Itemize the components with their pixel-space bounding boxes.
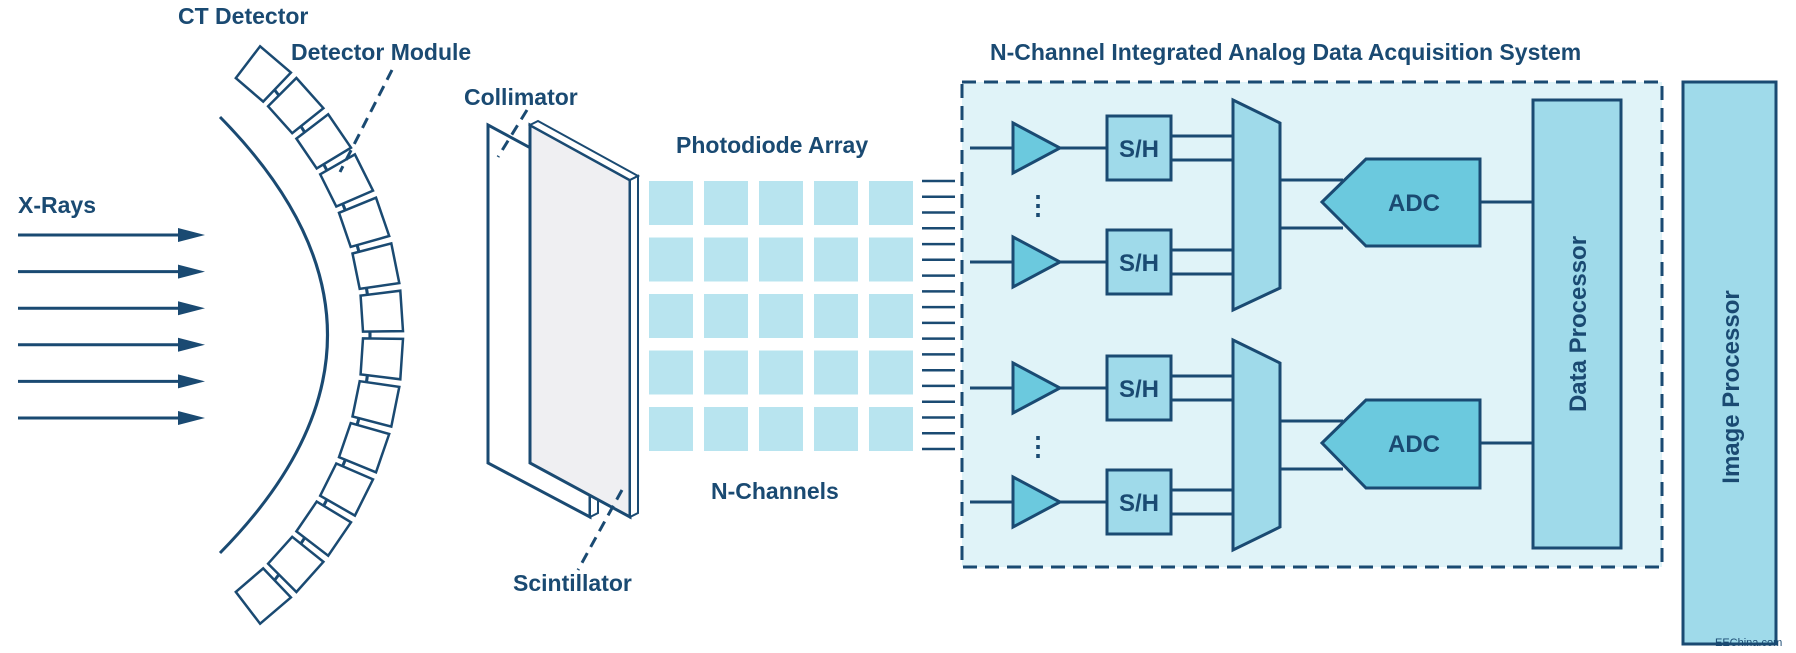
photodiode-pixel (649, 350, 693, 395)
image-processor: Image Processor (1681, 80, 1778, 646)
photodiode-pixel (869, 407, 913, 451)
das-channel-row: S/H (970, 228, 1233, 296)
photodiode-pixel (869, 237, 913, 282)
x-rays-label: X-Rays (18, 192, 96, 218)
photodiode-pixel (704, 294, 748, 338)
photodiode-pixel (869, 294, 913, 338)
detector-module-cell (351, 241, 401, 291)
das-title: N-Channel Integrated Analog Data Acquisi… (990, 39, 1581, 65)
photodiode-pixel (869, 350, 913, 395)
photodiode-pixel (814, 181, 858, 225)
adc-top: ADC (1319, 157, 1482, 248)
watermark: EEChina.com (1715, 637, 1782, 649)
collimator-label: Collimator (464, 84, 578, 110)
das-channel-row: S/H (970, 354, 1233, 422)
data-processor: Data Processor (1531, 98, 1623, 550)
photodiode-pixel (704, 350, 748, 395)
detector-module-cell (294, 112, 353, 171)
detector-module-leader (338, 69, 394, 173)
detector-module-cell (351, 379, 401, 429)
das-channel-row: S/H (970, 114, 1233, 182)
photodiode-pixel (649, 237, 693, 282)
ellipsis-top: ⋮ (1025, 190, 1051, 220)
scintillator-plate (527, 119, 641, 520)
ellipsis-bottom: ⋮ (1025, 431, 1051, 461)
sample-hold-block (1105, 228, 1173, 296)
photodiode-array (649, 181, 913, 451)
channel-lines (922, 179, 955, 451)
amplifier-triangle (1011, 234, 1064, 290)
photodiode-pixel (759, 350, 803, 395)
photodiode-array-label: Photodiode Array (676, 132, 868, 158)
multiplexer-top (1231, 97, 1282, 313)
x-ray-arrowhead (178, 374, 205, 389)
photodiode-pixel (759, 237, 803, 282)
detector-module-cell (266, 535, 326, 594)
amplifier-triangle (1011, 474, 1064, 530)
detector-module-cell (318, 461, 375, 518)
detector-module-cell (234, 44, 293, 104)
detector-modules (234, 44, 405, 626)
detector-module-cell (359, 337, 405, 381)
x-ray-arrowhead (178, 411, 205, 425)
photodiode-pixel (759, 294, 803, 338)
detector-module-cell (234, 566, 293, 626)
detector-module-cell (294, 499, 353, 558)
sample-hold-label: S/H (1119, 136, 1159, 163)
photodiode-pixel (649, 407, 693, 451)
collimator-leader (496, 109, 529, 158)
amplifier-triangle (1011, 360, 1064, 416)
ct-detector-label: CT Detector (178, 3, 308, 29)
photodiode-pixel (704, 407, 748, 451)
detector-module-cell (266, 76, 326, 135)
multiplexer-bottom (1231, 337, 1282, 553)
das-channel-row: S/H (970, 468, 1233, 536)
photodiode-pixel (814, 237, 858, 282)
amplifier-triangle (1011, 120, 1064, 176)
adc-bottom-label: ADC (1388, 431, 1440, 458)
photodiode-pixel (814, 407, 858, 451)
scintillator-leader (576, 489, 624, 571)
image-processor-label: Image Processor (1718, 290, 1745, 483)
photodiode-pixel (814, 294, 858, 338)
detector-module-cell (318, 152, 375, 209)
photodiode-pixel (759, 181, 803, 225)
x-ray-arrowhead (178, 301, 205, 316)
x-ray-arrowhead (178, 228, 205, 242)
sample-hold-block (1105, 114, 1173, 182)
mux-adc-wires (1280, 178, 1343, 471)
detector-module-cell (359, 289, 405, 333)
adc-top-label: ADC (1388, 190, 1440, 217)
photodiode-pixel (869, 181, 913, 225)
photodiode-pixel (704, 181, 748, 225)
sample-hold-label: S/H (1119, 250, 1159, 277)
scintillator-label: Scintillator (513, 570, 632, 596)
photodiode-pixel (814, 350, 858, 395)
photodiode-pixel (649, 181, 693, 225)
detector-module-cell (337, 421, 391, 474)
detector-module-cell (337, 196, 391, 249)
sample-hold-block (1105, 354, 1173, 422)
x-ray-arrows (18, 228, 205, 425)
photodiode-pixel (759, 407, 803, 451)
data-processor-label: Data Processor (1565, 236, 1592, 412)
sample-hold-label: S/H (1119, 376, 1159, 403)
adc-processor-wires (1480, 200, 1533, 445)
photodiode-pixel (704, 237, 748, 282)
photodiode-pixel (649, 294, 693, 338)
x-ray-arrowhead (178, 264, 205, 279)
sample-hold-block (1105, 468, 1173, 536)
sample-hold-label: S/H (1119, 490, 1159, 517)
n-channels-label: N-Channels (711, 478, 839, 504)
das-channels: S/H S/H S/H S/H (970, 114, 1233, 536)
x-ray-arrowhead (178, 337, 205, 352)
detector-module-label: Detector Module (291, 39, 471, 65)
